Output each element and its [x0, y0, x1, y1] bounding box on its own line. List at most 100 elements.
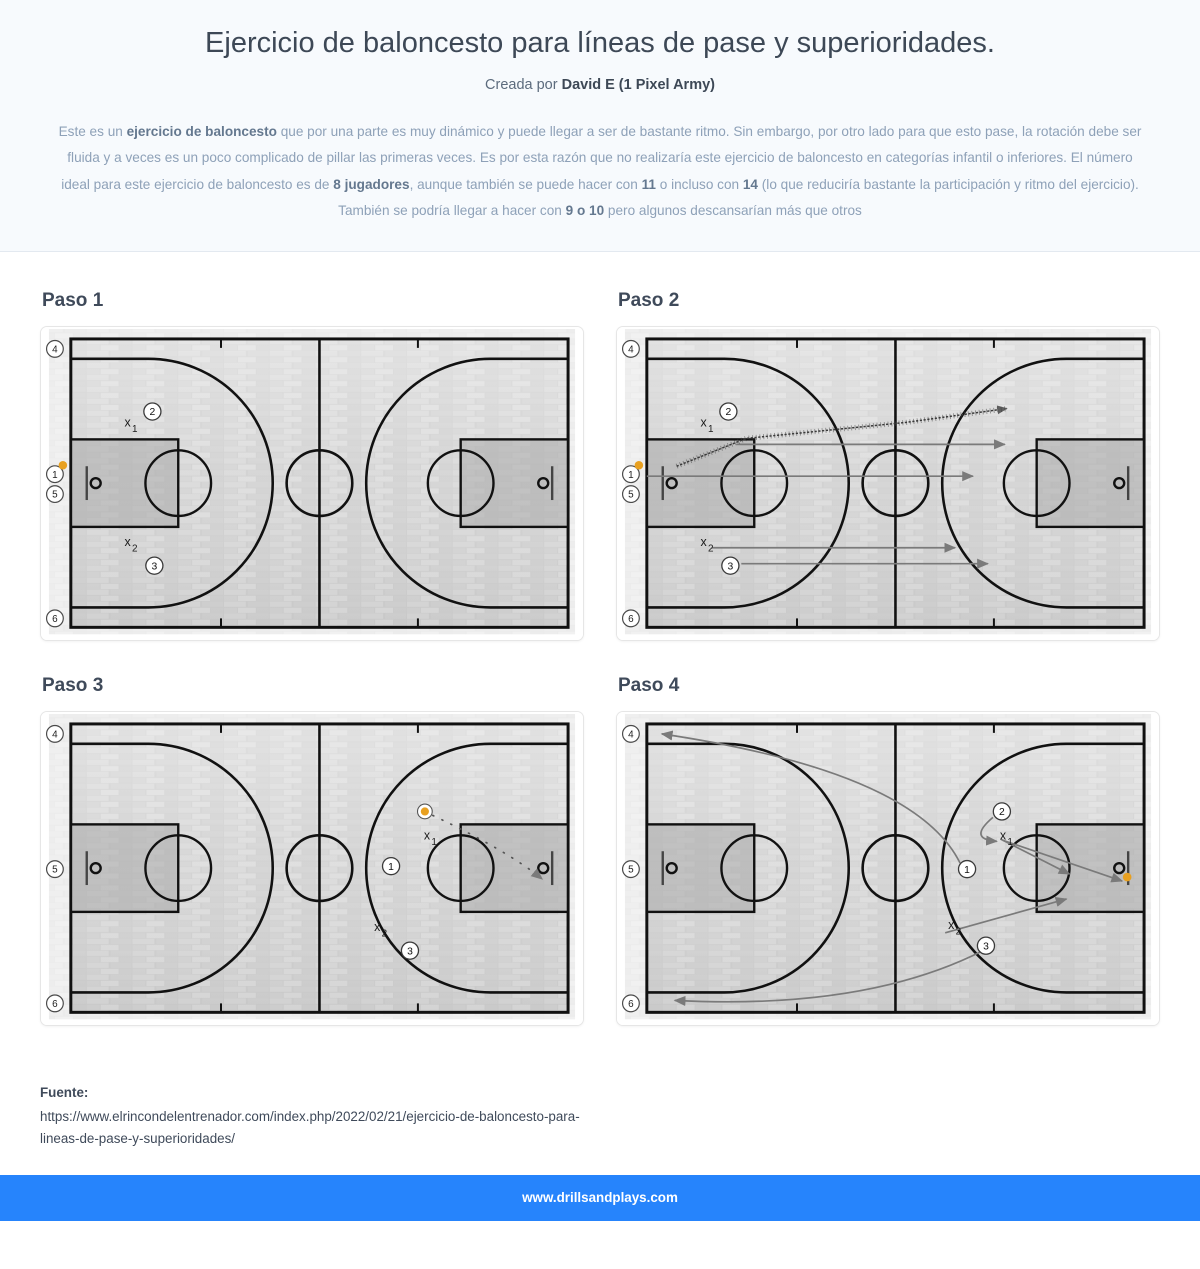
basketball-icon	[1122, 872, 1132, 882]
svg-text:5: 5	[52, 489, 58, 500]
sideline-marker-6: 6	[45, 609, 64, 628]
svg-text:1: 1	[52, 470, 58, 481]
sideline-marker-5: 5	[621, 860, 640, 879]
svg-text:5: 5	[628, 489, 634, 500]
player-2: 2	[719, 402, 738, 421]
svg-text:1: 1	[628, 470, 634, 481]
svg-text:5: 5	[52, 865, 58, 876]
step-block-3: Paso 3 4 5 6 1 3 x 1 x 2	[40, 675, 584, 1027]
basketball-icon	[58, 460, 68, 470]
sideline-marker-4: 4	[45, 724, 64, 743]
defender-x2: x 2	[125, 535, 138, 554]
defender-x2: x 2	[948, 918, 961, 937]
svg-text:4: 4	[628, 344, 634, 355]
step-block-2: Paso 2 4 1 5 6 2 3 x	[616, 289, 1160, 642]
author-line: Creada por David E (1 Pixel Army)	[28, 77, 1172, 93]
desc-text: Este es un	[58, 123, 127, 139]
basketball-icon	[416, 803, 433, 820]
page-header: Ejercicio de baloncesto para líneas de p…	[0, 0, 1200, 252]
drill-description: Este es un ejercicio de baloncesto que p…	[54, 119, 1146, 225]
svg-text:x: x	[1000, 828, 1007, 842]
half-court-left	[645, 338, 850, 628]
svg-text:x: x	[701, 535, 708, 549]
court-diagram-2: 4 1 5 6 2 3 x 1 x 2	[616, 325, 1160, 642]
svg-text:x: x	[424, 828, 431, 842]
sideline-marker-4: 4	[621, 724, 640, 743]
sideline-marker-4: 4	[45, 339, 64, 358]
svg-text:2: 2	[956, 926, 962, 937]
svg-text:1: 1	[1007, 837, 1013, 848]
step-title: Paso 1	[42, 289, 104, 311]
svg-text:1: 1	[431, 837, 437, 848]
svg-text:6: 6	[628, 614, 634, 625]
sideline-marker-1: 1	[621, 465, 640, 483]
player-2: 2	[143, 402, 162, 421]
half-court-right	[364, 338, 570, 628]
court-diagram-4: 4 5 6 1 2 3 x 1 x 2	[616, 711, 1160, 1027]
svg-text:x: x	[125, 535, 132, 549]
sideline-marker-6: 6	[621, 609, 640, 628]
footer-site-url: www.drillsandplays.com	[522, 1190, 678, 1206]
svg-text:1: 1	[132, 424, 138, 435]
defender-x1: x 1	[125, 415, 138, 434]
svg-text:3: 3	[983, 941, 989, 952]
svg-text:6: 6	[628, 999, 634, 1010]
svg-text:5: 5	[628, 865, 634, 876]
svg-text:2: 2	[150, 407, 156, 418]
player-3: 3	[145, 556, 164, 575]
dribble-path	[675, 405, 1008, 469]
player-3: 3	[400, 941, 420, 960]
basketball-icon	[634, 460, 644, 470]
step-title: Paso 2	[618, 289, 680, 311]
player-3: 3	[721, 556, 740, 575]
player-1: 1	[381, 857, 401, 876]
svg-text:x: x	[948, 918, 955, 932]
sideline-marker-5: 5	[45, 860, 64, 879]
svg-text:4: 4	[52, 344, 58, 355]
basketball-court: 4 5 6 1 3 x 1 x 2	[41, 712, 583, 1026]
step-title: Paso 4	[618, 675, 680, 697]
sideline-marker-5: 5	[621, 484, 640, 503]
step-block-1: Paso 1 4 1 5 6 2 3 x 1	[40, 289, 584, 642]
svg-text:3: 3	[407, 946, 413, 957]
svg-text:3: 3	[151, 561, 157, 572]
movement-arrow	[944, 897, 1068, 934]
site-footer: www.drillsandplays.com	[0, 1175, 1200, 1222]
sideline-marker-1: 1	[45, 465, 64, 483]
svg-text:6: 6	[52, 999, 58, 1010]
half-court-left	[69, 338, 274, 628]
court-diagram-1: 4 1 5 6 2 3 x 1 x 2	[40, 325, 584, 642]
desc-text: pero algunos descansarían más que otros	[604, 203, 862, 219]
sideline-marker-6: 6	[621, 994, 640, 1013]
desc-text: o incluso con	[655, 176, 743, 192]
desc-emphasis: 11	[641, 176, 656, 192]
author-name: David E (1 Pixel Army)	[561, 76, 715, 93]
desc-emphasis: 9 o 10	[565, 203, 605, 219]
player-2: 2	[992, 802, 1012, 821]
svg-text:2: 2	[132, 543, 138, 554]
svg-text:2: 2	[726, 407, 732, 418]
sideline-marker-4: 4	[621, 339, 640, 358]
sideline-marker-5: 5	[45, 484, 64, 503]
svg-text:4: 4	[628, 730, 634, 741]
movement-arrow	[980, 816, 998, 846]
defender-x2: x 2	[701, 535, 714, 554]
basketball-court: 4 1 5 6 2 3 x 1 x 2	[617, 326, 1159, 641]
svg-text:4: 4	[52, 730, 58, 741]
author-prefix: Creada por	[485, 76, 562, 93]
defender-x1: x 1	[1000, 828, 1013, 847]
half-court-left	[69, 723, 274, 1013]
step-block-4: Paso 4 4 5 6 1 2 3 x 1	[616, 675, 1160, 1027]
source-url: https://www.elrincondelentrenador.com/in…	[40, 1109, 580, 1146]
svg-text:2: 2	[708, 543, 714, 554]
defender-x2: x 2	[374, 920, 387, 939]
steps-grid: Paso 1 4 1 5 6 2 3 x 1	[0, 252, 1200, 1027]
basketball-court: 4 5 6 1 2 3 x 1 x 2	[617, 712, 1159, 1026]
page-title: Ejercicio de baloncesto para líneas de p…	[205, 27, 995, 59]
desc-text: que por una parte es muy dinámico y pued…	[61, 123, 1142, 192]
movement-arrow	[1002, 839, 1124, 883]
half-court-right	[940, 723, 1146, 1013]
desc-emphasis: 14	[742, 176, 758, 192]
movement-arrow	[1000, 838, 1071, 875]
svg-text:3: 3	[727, 561, 733, 572]
